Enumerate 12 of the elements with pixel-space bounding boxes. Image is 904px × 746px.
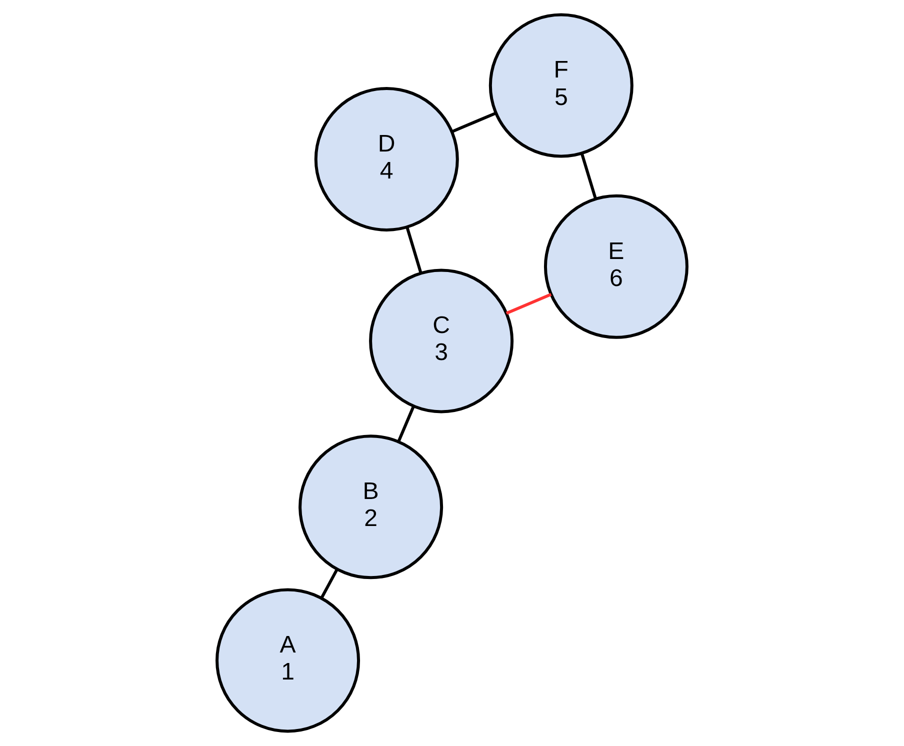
- node-circle: E 6: [544, 194, 688, 339]
- connector: [406, 226, 422, 274]
- node-circle: C 3: [369, 268, 514, 414]
- connector: [580, 153, 598, 200]
- node-circle: B 2: [298, 434, 444, 580]
- connector: [397, 406, 415, 442]
- connector: [452, 112, 496, 133]
- node-circle: D 4: [314, 86, 459, 232]
- node-circle: A 1: [216, 588, 360, 733]
- connector: [506, 292, 552, 315]
- connector: [320, 568, 338, 599]
- node-circle: F 5: [488, 13, 634, 158]
